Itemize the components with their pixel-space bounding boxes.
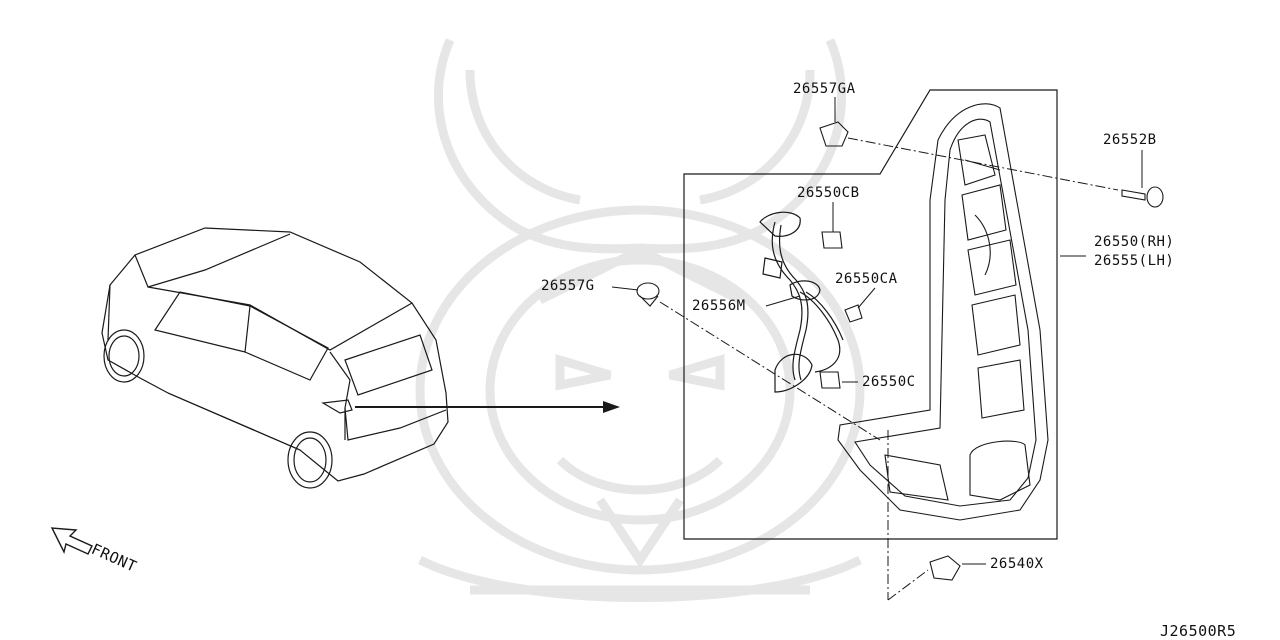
part-26550CA-bulb: [844, 304, 863, 323]
part-label-26540X: 26540X: [990, 556, 1044, 572]
label-leaders: [611, 97, 1143, 565]
wiring-harness: [759, 211, 844, 393]
part-label-26550RH: 26550(RH): [1094, 234, 1175, 250]
front-arrow-icon: [50, 527, 93, 555]
part-26550C-bulb: [819, 371, 841, 389]
vehicle-outline: [101, 227, 449, 489]
diagram-code: J26500R5: [1160, 622, 1237, 640]
part-26552B-screw: [1121, 186, 1164, 208]
part-label-26555LH: 26555(LH): [1094, 253, 1175, 269]
tail-lamp-assembly: [837, 103, 1049, 521]
leader-lines: [659, 137, 1119, 601]
part-26540X-clip: [929, 555, 961, 581]
samurai-mask-watermark: [415, 38, 865, 602]
part-label-26557GA: 26557GA: [793, 81, 856, 97]
part-label-26556M: 26556M: [692, 298, 746, 314]
part-26557G-grommet: [636, 282, 660, 307]
detail-frame: [683, 89, 1058, 540]
detail-pointer-arrow: [355, 401, 620, 413]
part-26550CB-bulb: [821, 231, 843, 249]
part-label-26552B: 26552B: [1103, 132, 1157, 148]
part-label-26550C: 26550C: [862, 374, 916, 390]
part-label-26557G: 26557G: [541, 278, 595, 294]
part-26557GA-clip: [819, 121, 849, 147]
part-label-26550CB: 26550CB: [797, 185, 860, 201]
part-label-26550CA: 26550CA: [835, 271, 898, 287]
